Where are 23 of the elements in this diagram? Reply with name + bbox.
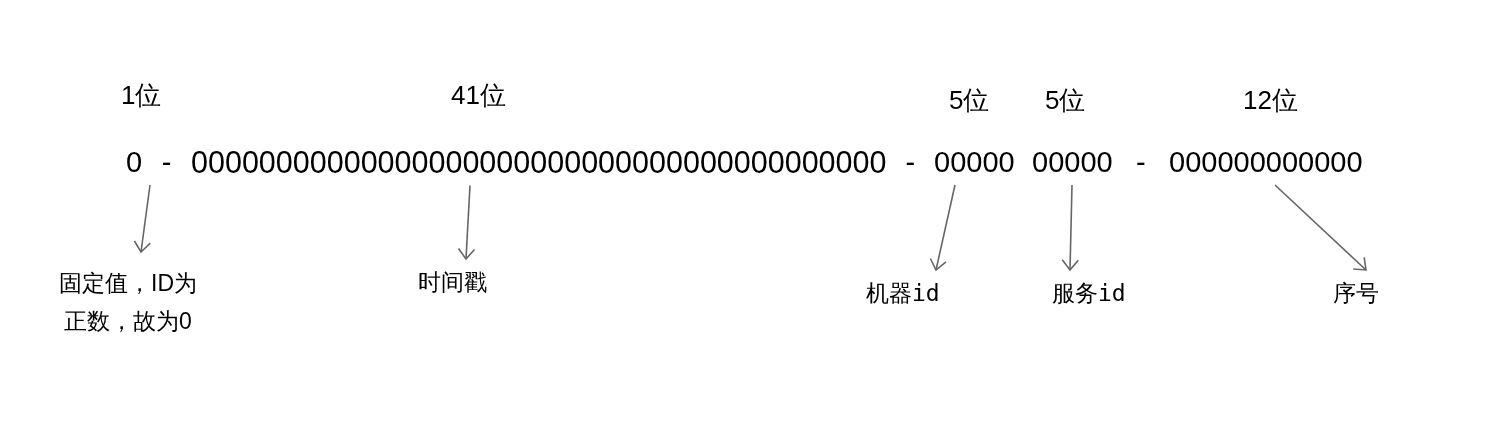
field-description: 序号 bbox=[1333, 282, 1379, 305]
arrow bbox=[1061, 184, 1080, 271]
bit-digits: 00000 bbox=[934, 148, 1015, 177]
separator: - bbox=[161, 148, 172, 177]
bit-digits: 0 bbox=[126, 148, 143, 177]
arrow bbox=[457, 184, 476, 260]
separator: - bbox=[1136, 148, 1146, 177]
field-description: 机器id bbox=[866, 282, 940, 305]
separator: - bbox=[905, 148, 916, 177]
bit-count: 5位 bbox=[949, 87, 990, 113]
arrow bbox=[133, 184, 152, 253]
arrow bbox=[1274, 184, 1367, 271]
bit-digits: 00000 bbox=[1032, 148, 1113, 177]
bit-digits: 000000000000 bbox=[1169, 148, 1363, 177]
field-description: 时间戳 bbox=[418, 271, 487, 294]
field-description: 固定值，ID为正数，故为0 bbox=[57, 264, 199, 340]
bit-count: 41位 bbox=[451, 82, 506, 108]
bit-count: 1位 bbox=[121, 82, 162, 108]
bit-count: 5位 bbox=[1045, 87, 1086, 113]
field-description: 服务id bbox=[1052, 282, 1126, 305]
bit-digits: 00000000000000000000000000000000000000000 bbox=[191, 147, 887, 178]
arrow bbox=[929, 184, 956, 271]
bit-count: 12位 bbox=[1243, 87, 1298, 113]
